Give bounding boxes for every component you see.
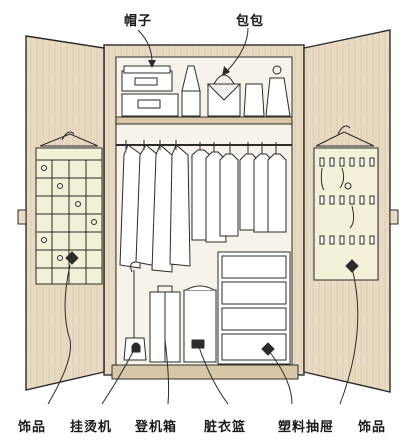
steamer xyxy=(123,261,147,361)
label-laundry-basket: 脏衣篮 xyxy=(204,420,247,435)
label-steamer: 挂烫机 xyxy=(70,420,113,435)
label-accessories-right: 饰品 xyxy=(358,420,387,435)
right-jewelry-organizer xyxy=(313,125,379,281)
pointer-lines xyxy=(47,27,359,405)
label-bag: 包包 xyxy=(236,14,265,29)
shirts xyxy=(191,142,287,243)
label-suitcase: 登机箱 xyxy=(135,420,178,435)
bags xyxy=(181,65,291,117)
garment-bags xyxy=(119,140,191,273)
plastic-drawers xyxy=(217,251,291,365)
suitcase xyxy=(149,285,181,363)
label-accessories-left: 饰品 xyxy=(18,420,47,435)
left-jewelry-organizer xyxy=(35,131,103,285)
label-hat: 帽子 xyxy=(124,14,153,29)
top-shelf xyxy=(115,116,293,125)
hat-boxes xyxy=(121,65,179,117)
label-plastic-drawer: 塑料抽屉 xyxy=(278,420,335,435)
